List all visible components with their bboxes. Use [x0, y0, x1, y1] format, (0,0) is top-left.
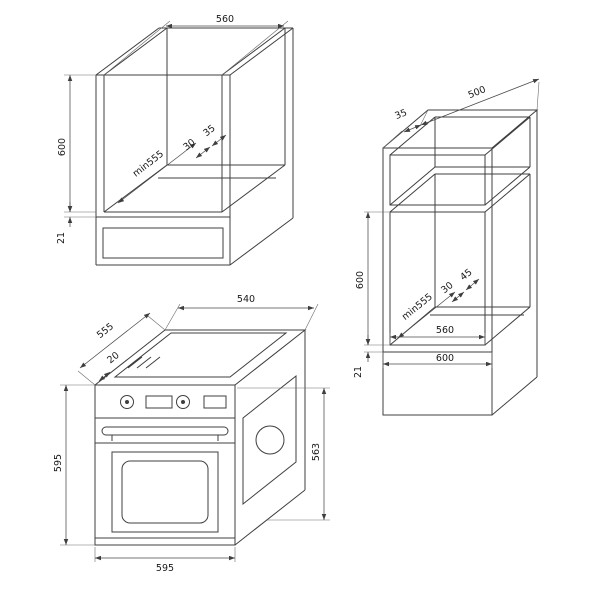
- dim-label-base-niche-height: 600: [57, 138, 68, 156]
- oven-door-handle: [101, 426, 229, 436]
- dim-label-tall-bottom-gap: 21: [353, 366, 364, 378]
- dim-line-base-rear-gap-inner: [195, 146, 211, 159]
- dim-line-base-depth-min: [117, 142, 197, 204]
- tall-cabinet-linework: [382, 109, 539, 416]
- dim-label-tall-depth-min: min555: [400, 291, 435, 322]
- dim-label-tall-niche-height: 600: [355, 271, 366, 289]
- oven-panel-button-block: [203, 395, 227, 409]
- dim-label-tall-depth-top: 500: [467, 84, 488, 101]
- dim-label-oven-top-width: 555: [95, 321, 116, 341]
- oven-door-window-outer: [111, 451, 219, 533]
- dim-label-base-rear-gap-inner: 30: [181, 137, 197, 153]
- dim-label-base-niche-width: 560: [216, 14, 234, 25]
- dim-line-tall-depth-top: [420, 78, 540, 126]
- dim-label-tall-rear-top-gap: 35: [393, 107, 408, 122]
- dim-line-oven-front-offset: [98, 371, 111, 382]
- oven-handle-supports: [111, 435, 219, 441]
- dim-label-oven-top-depth: 540: [237, 294, 255, 305]
- oven-body-linework: [94, 329, 307, 546]
- oven-knob-right-dot: [181, 400, 185, 404]
- dim-label-tall-rear-gap-outer: 45: [458, 267, 474, 283]
- dim-line-tall-depth-min: [397, 291, 456, 339]
- oven-knob-left: [120, 395, 134, 409]
- oven-knob-right: [176, 395, 190, 409]
- dim-line-oven-top-width: [79, 312, 151, 369]
- dim-label-oven-front-width: 595: [156, 563, 174, 574]
- dim-line-tall-rear-gap-outer: [465, 278, 480, 291]
- dim-label-tall-outer-width: 600: [436, 353, 454, 364]
- oven-extension-lines: [60, 303, 330, 562]
- dim-label-oven-side-height: 563: [311, 443, 322, 461]
- base-cabinet-extension-lines: [64, 20, 289, 218]
- dim-label-oven-front-height: 595: [53, 454, 64, 472]
- dim-label-base-rear-gap-outer: 35: [201, 123, 217, 139]
- oven-display: [145, 395, 173, 409]
- base-cabinet-view: 560 600 21 min555 30 35: [56, 14, 294, 266]
- dim-line-tall-rear-gap-inner: [451, 291, 465, 303]
- dim-line-base-rear-gap-outer: [211, 134, 227, 147]
- tall-cabinet-view: 35 500 600 21 min555 30 45 560 600: [353, 78, 540, 416]
- dim-label-oven-front-offset: 20: [105, 350, 121, 366]
- dim-line-tall-rear-top-gap: [403, 124, 422, 133]
- dim-label-base-bottom-gap: 21: [56, 232, 67, 244]
- oven-view: 540 555 20 563 595 595: [53, 294, 330, 574]
- dim-label-tall-niche-width: 560: [436, 325, 454, 336]
- oven-knob-left-dot: [125, 400, 129, 404]
- dim-label-base-depth-min: min555: [131, 149, 166, 180]
- oven-side-circle: [255, 425, 285, 455]
- oven-door-window-inner: [121, 460, 209, 524]
